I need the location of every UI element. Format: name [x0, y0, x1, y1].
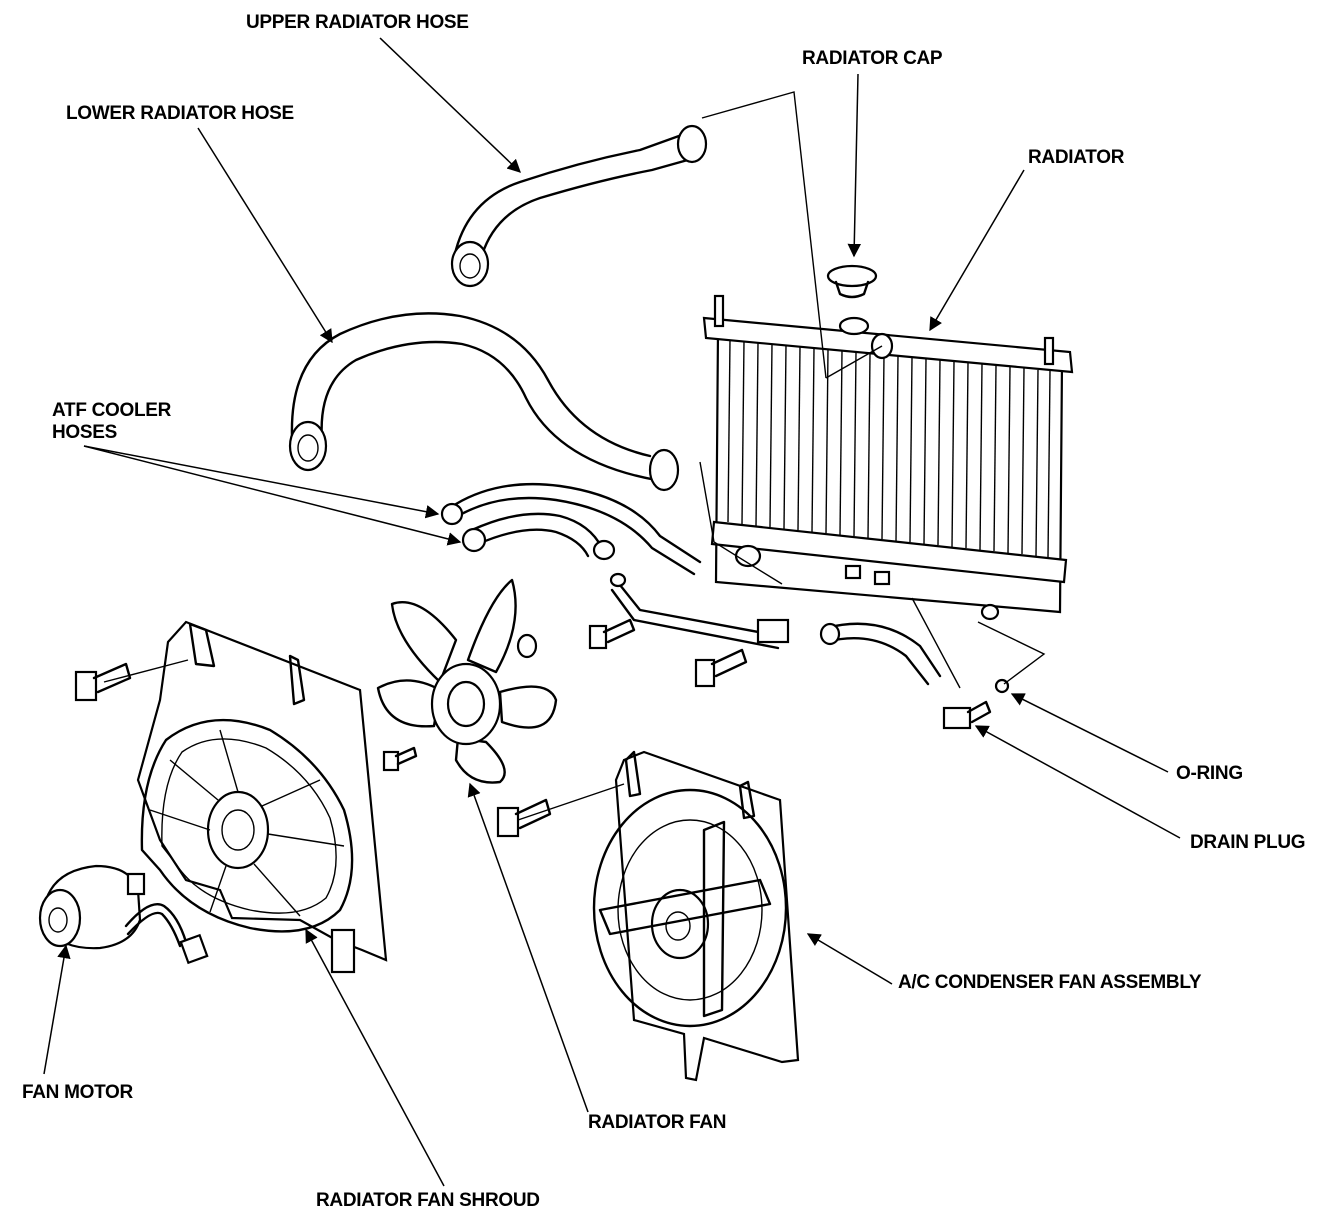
atf-cooler-hoses	[440, 482, 702, 576]
upper-radiator-hose	[450, 124, 708, 288]
label-atf-cooler-hoses-line1: ATF COOLER	[52, 400, 172, 421]
label-radiator-cap: RADIATOR CAP	[802, 48, 943, 69]
label-o-ring: O-RING	[1176, 763, 1243, 784]
label-radiator-fan-shroud: RADIATOR FAN SHROUD	[316, 1190, 540, 1211]
radiator-cap	[826, 264, 878, 299]
radiator-fan	[376, 578, 558, 784]
radiator-fan-shroud	[136, 620, 388, 974]
lower-pipes-and-fittings	[74, 572, 1010, 838]
label-radiator-fan: RADIATOR FAN	[588, 1112, 727, 1133]
label-atf-cooler-hoses-line2: HOSES	[52, 422, 118, 443]
label-fan-motor: FAN MOTOR	[22, 1082, 133, 1103]
label-radiator: RADIATOR	[1028, 147, 1125, 168]
label-drain-plug: DRAIN PLUG	[1190, 832, 1306, 853]
label-upper-radiator-hose: UPPER RADIATOR HOSE	[246, 12, 469, 33]
lower-radiator-hose	[288, 312, 680, 492]
label-ac-condenser-fan-assembly: A/C CONDENSER FAN ASSEMBLY	[898, 972, 1202, 993]
radiator	[702, 294, 1074, 621]
label-lower-radiator-hose: LOWER RADIATOR HOSE	[66, 103, 294, 124]
fan-motor	[38, 864, 209, 965]
ac-condenser-fan-assembly	[592, 750, 800, 1082]
leader-lines	[43, 37, 1181, 1187]
